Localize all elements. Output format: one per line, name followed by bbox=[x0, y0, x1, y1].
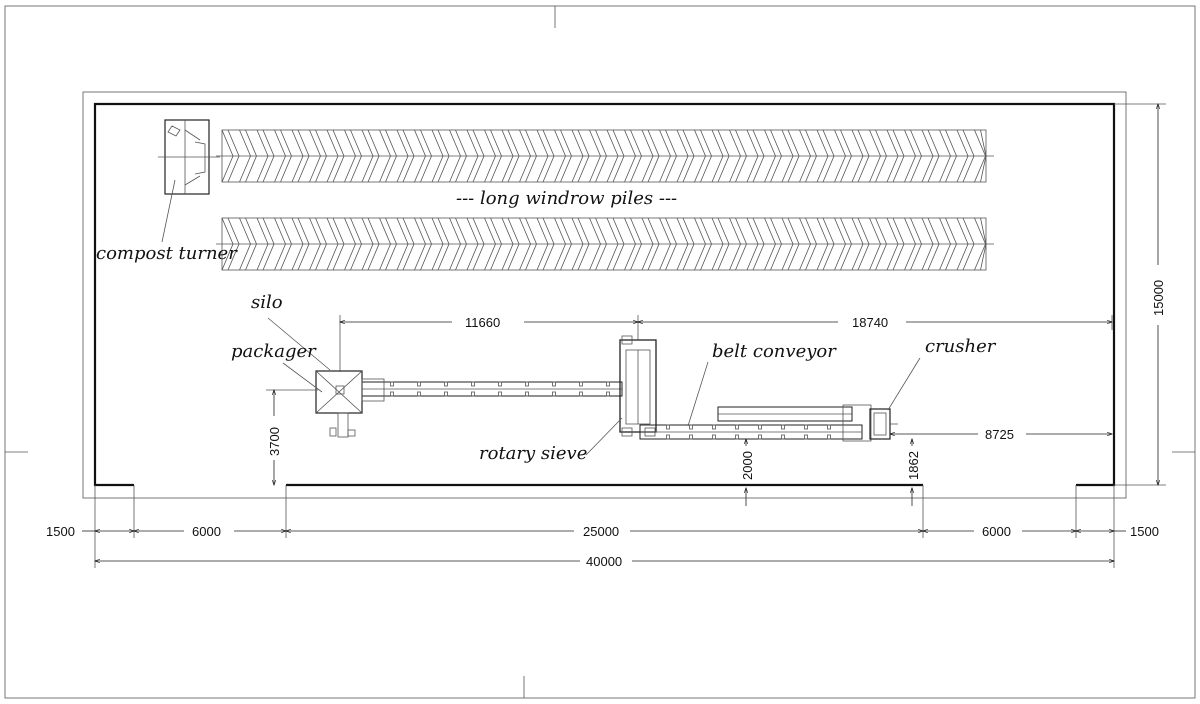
windrow-pile-top bbox=[216, 129, 994, 183]
belt-conveyor-lower bbox=[639, 404, 872, 442]
dim-8725: 8725 bbox=[985, 427, 1014, 442]
compost-turner bbox=[158, 119, 220, 195]
dim-1500-left: 1500 bbox=[46, 524, 75, 539]
silo-label: silo bbox=[251, 292, 283, 313]
windrow-label: --- long windrow piles --- bbox=[456, 188, 677, 209]
dim-6000-right: 6000 bbox=[982, 524, 1011, 539]
dim-6000-left: 6000 bbox=[192, 524, 221, 539]
dim-18740: 18740 bbox=[852, 315, 888, 330]
building-wall bbox=[93, 102, 1116, 487]
dim-1500-right: 1500 bbox=[1130, 524, 1159, 539]
belt-conveyor-label: belt conveyor bbox=[712, 341, 837, 362]
dim-25000: 25000 bbox=[583, 524, 619, 539]
crusher-label: crusher bbox=[925, 336, 997, 357]
building-outer-outline bbox=[82, 91, 1127, 499]
dim-40000: 40000 bbox=[586, 554, 622, 569]
dim-15000: 15000 bbox=[1151, 280, 1166, 316]
dim-11660: 11660 bbox=[465, 315, 500, 330]
dim-1862: 1862 bbox=[906, 451, 921, 480]
silo-packager-unit bbox=[315, 370, 363, 438]
sheet-frame bbox=[4, 5, 1196, 699]
dim-3700: 3700 bbox=[267, 427, 282, 456]
belt-conveyor-upper bbox=[361, 378, 623, 402]
rotary-sieve-label: rotary sieve bbox=[479, 443, 587, 464]
compost-turner-label: compost turner bbox=[96, 243, 238, 264]
rotary-sieve bbox=[619, 335, 657, 437]
dim-2000: 2000 bbox=[740, 451, 755, 480]
windrow-pile-bottom bbox=[216, 217, 994, 271]
packager-label: packager bbox=[231, 341, 317, 362]
crusher bbox=[869, 408, 898, 440]
